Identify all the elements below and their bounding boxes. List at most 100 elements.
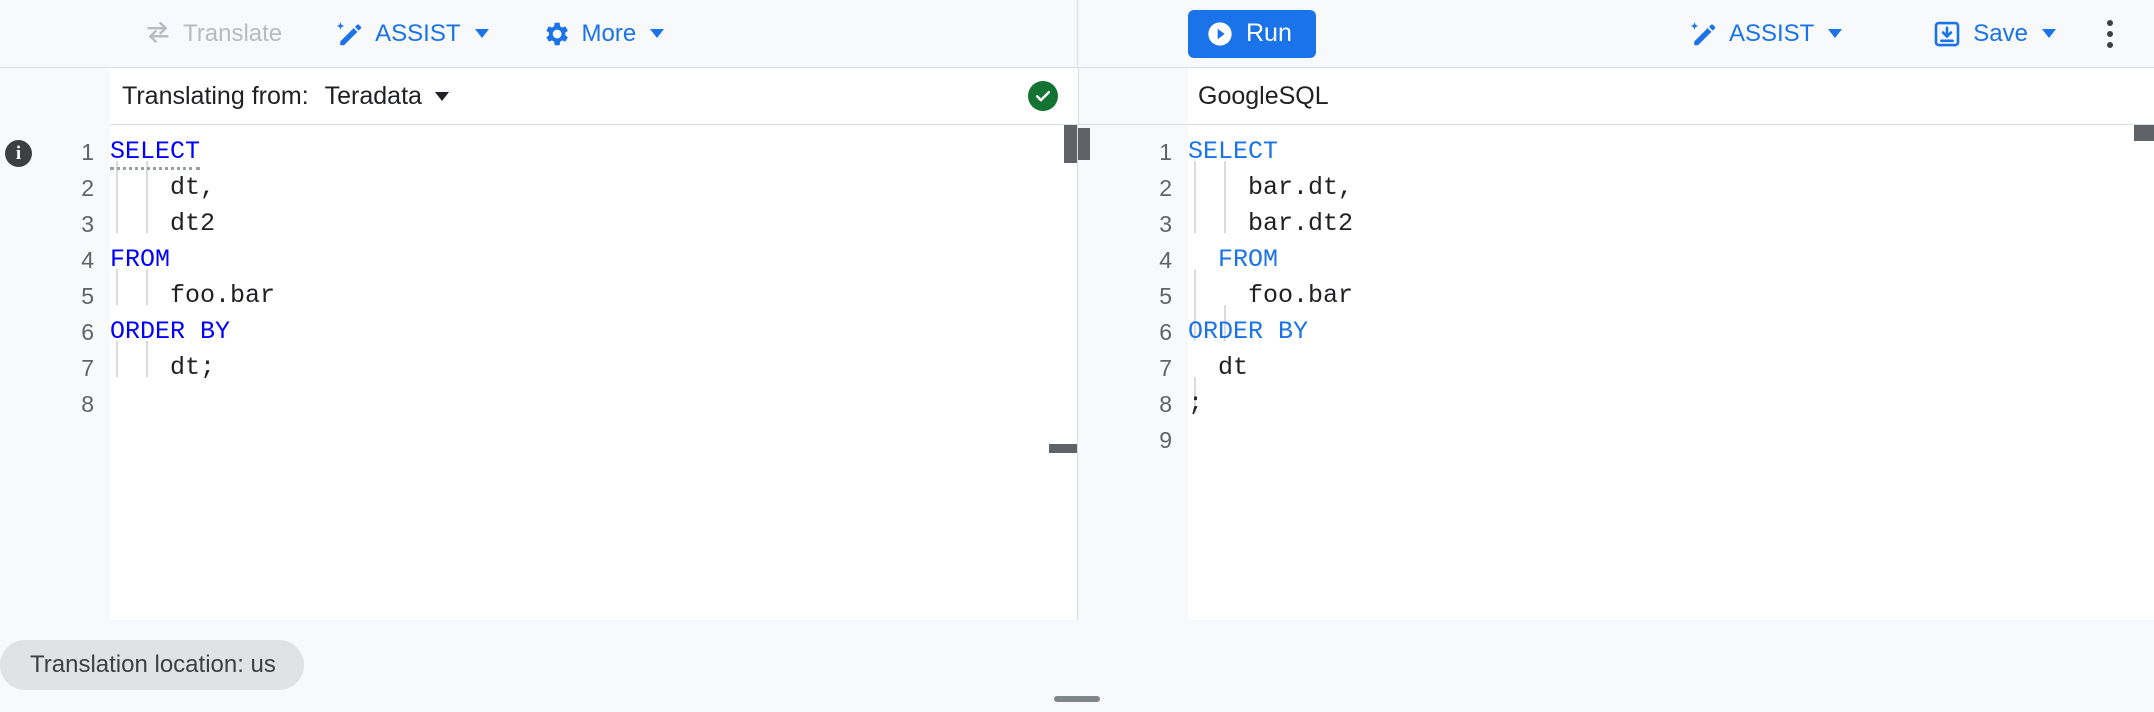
source-gutter-header: [0, 68, 110, 125]
more-vert-icon[interactable]: [2090, 10, 2130, 58]
code-line[interactable]: 6 ORDER BY: [1159, 314, 2154, 350]
line-number: 5: [1159, 283, 1172, 309]
line-number: 8: [81, 391, 94, 417]
line-number: 1: [1159, 139, 1172, 165]
run-button-label: Run: [1246, 19, 1292, 47]
code-line[interactable]: 3 dt2: [81, 206, 1077, 242]
line-number: 1: [81, 139, 94, 165]
code-line[interactable]: 2 bar.dt,: [1159, 170, 2154, 206]
code-line[interactable]: 1 SELECT: [81, 134, 1077, 170]
source-dialect-value: Teradata: [324, 81, 422, 110]
target-scrollbar-marker[interactable]: [1078, 128, 1090, 160]
code-line[interactable]: 7 dt: [1159, 350, 2154, 386]
code-line-text: ORDER BY: [110, 317, 231, 346]
line-number: 9: [1159, 427, 1172, 453]
assist-left-button[interactable]: ASSIST: [330, 10, 492, 58]
line-number: 6: [1159, 319, 1172, 345]
code-line[interactable]: 2 dt,: [81, 170, 1077, 206]
line-number: 4: [1159, 247, 1172, 273]
save-download-icon: [1932, 19, 1962, 49]
main-toolbar: Translate ASSIST More: [0, 0, 2154, 68]
source-line-gutter: i: [0, 125, 110, 620]
code-line-text: dt;: [110, 353, 216, 382]
line-number: 3: [81, 211, 94, 237]
more-button-label: More: [581, 19, 637, 47]
target-line-gutter: [1078, 125, 1188, 620]
dialect-header-row: Translating from: Teradata GoogleSQL: [0, 68, 2154, 125]
source-dialect-dropdown[interactable]: Teradata: [325, 82, 449, 111]
code-line[interactable]: 5 foo.bar: [1159, 278, 2154, 314]
code-line[interactable]: 4 FROM: [81, 242, 1077, 278]
assist-magic-pencil-icon: [1688, 19, 1718, 49]
code-line-text: FROM: [110, 245, 171, 274]
more-button[interactable]: More: [537, 10, 669, 58]
code-line[interactable]: 6 ORDER BY: [81, 314, 1077, 350]
code-line-text: bar.dt2: [1188, 209, 1354, 238]
target-gutter-header: [1078, 68, 1188, 125]
translate-icon: [144, 20, 172, 48]
panel-resize-handle[interactable]: [1054, 696, 1100, 702]
code-line-text: ;: [1188, 389, 1204, 418]
code-line-text: SELECT: [1188, 137, 1279, 166]
code-line[interactable]: 9: [1159, 422, 2154, 458]
play-circle-icon: [1206, 20, 1234, 48]
source-horizontal-scrollbar-thumb[interactable]: [1049, 444, 1077, 453]
line-number: 7: [81, 355, 94, 381]
save-button[interactable]: Save: [1928, 10, 2060, 58]
line-number: 2: [81, 175, 94, 201]
line-number: 3: [1159, 211, 1172, 237]
assist-magic-pencil-icon: [334, 19, 364, 49]
code-line[interactable]: 1 SELECT: [1159, 134, 2154, 170]
code-line[interactable]: 8;: [1159, 386, 2154, 422]
line-number: 2: [1159, 175, 1172, 201]
code-line[interactable]: 8: [81, 386, 1077, 422]
footer-bar: Translation location: us: [0, 620, 2154, 712]
code-line-text: dt,: [110, 173, 216, 202]
chevron-down-icon: [1828, 29, 1843, 38]
gear-icon: [541, 19, 571, 49]
translation-location-badge: Translation location: us: [0, 640, 304, 690]
chevron-down-icon: [2042, 29, 2056, 38]
line-number: 8: [1159, 391, 1172, 417]
line-number: 4: [81, 247, 94, 273]
line-number: 5: [81, 283, 94, 309]
code-line-text: dt2: [110, 209, 216, 238]
target-vertical-scrollbar-thumb[interactable]: [2134, 125, 2154, 141]
code-line-text: dt: [1188, 353, 1249, 382]
code-line-text: foo.bar: [1188, 281, 1354, 310]
code-line-text: ORDER BY: [1188, 317, 1309, 346]
info-icon[interactable]: i: [5, 140, 32, 167]
assist-right-button[interactable]: ASSIST: [1684, 10, 1846, 58]
assist-left-label: ASSIST: [375, 19, 461, 47]
code-line-text: bar.dt,: [1188, 173, 1354, 202]
toolbar-right-group: Run ASSIST: [1078, 0, 2154, 68]
chevron-down-icon: [474, 29, 489, 38]
source-dialect-bar: Translating from: Teradata: [110, 68, 1078, 125]
code-line-text: FROM: [1188, 245, 1279, 274]
code-line[interactable]: 3 bar.dt2: [1159, 206, 2154, 242]
translating-from-label: Translating from:: [122, 81, 309, 110]
code-line[interactable]: 4 FROM: [1159, 242, 2154, 278]
target-dialect-bar: GoogleSQL: [1188, 68, 2154, 125]
code-line-text: foo.bar: [110, 281, 276, 310]
code-line[interactable]: 5 foo.bar: [81, 278, 1077, 314]
target-dialect-value: GoogleSQL: [1198, 81, 1329, 110]
code-line[interactable]: 7 dt;: [81, 350, 1077, 386]
source-vertical-scrollbar-thumb[interactable]: [1064, 125, 1077, 163]
translate-button-label: Translate: [183, 19, 283, 47]
line-number: 6: [81, 319, 94, 345]
check-circle-icon: [1028, 81, 1058, 111]
code-line-text: SELECT: [110, 137, 201, 170]
translate-button[interactable]: Translate: [140, 10, 286, 58]
line-number: 7: [1159, 355, 1172, 381]
save-button-label: Save: [1973, 19, 2028, 47]
chevron-down-icon: [650, 29, 665, 38]
run-button[interactable]: Run: [1188, 9, 1316, 58]
toolbar-left-group: Translate ASSIST More: [0, 0, 1078, 68]
